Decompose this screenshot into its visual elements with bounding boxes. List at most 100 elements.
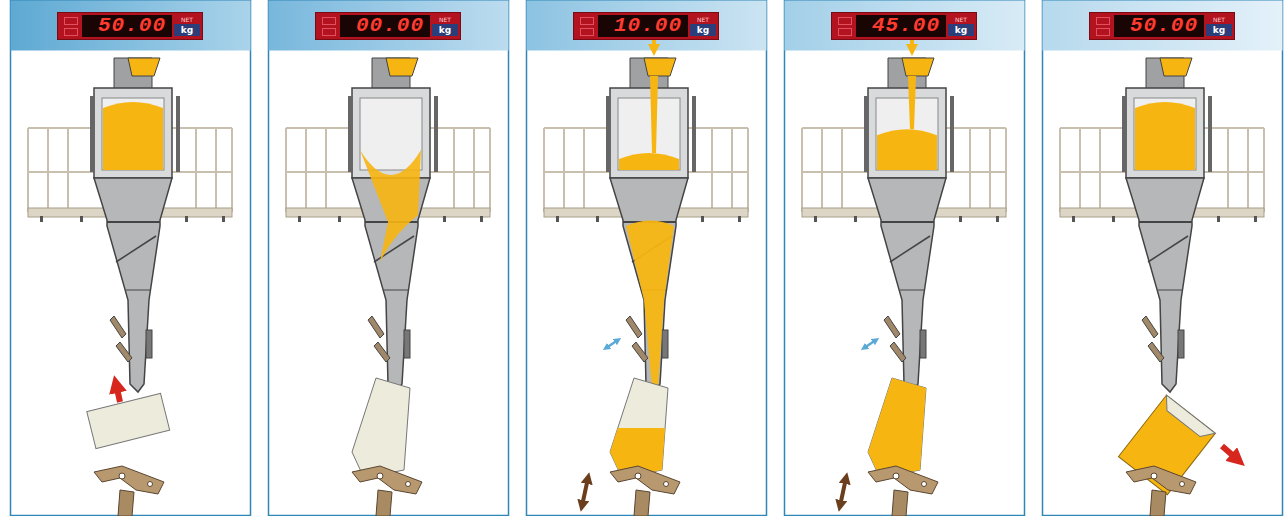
discharge-cone: [868, 178, 946, 392]
clamp-bracket: [662, 330, 668, 358]
panel-header-band: [785, 1, 1025, 51]
saddle-column: [634, 490, 650, 516]
cone-flange: [881, 221, 934, 223]
bag-saddle: [352, 466, 422, 494]
saddle-pivot: [664, 482, 669, 487]
bag-saddle: [94, 466, 164, 494]
saddle-column: [892, 490, 908, 516]
beam-bolt: [959, 216, 962, 222]
product-stream: [626, 221, 674, 389]
hopper-hanger: [1122, 96, 1126, 172]
panel-header-band: [11, 1, 251, 51]
inlet-chute-lining: [902, 58, 934, 76]
inlet-chute-lining: [644, 58, 676, 76]
beam-bolt: [222, 216, 225, 222]
inlet-chute-lining: [386, 58, 418, 76]
weight-readout: 45.00: [856, 15, 946, 37]
spout-joint: [1158, 290, 1183, 291]
spout-gate: [1148, 236, 1188, 262]
bag-mouth: [1159, 395, 1215, 443]
beam-bolt: [338, 216, 341, 222]
bag-clamp-cylinder: [632, 342, 648, 362]
scale-display: 10.00NETkg: [573, 12, 719, 40]
beam-bolt: [701, 216, 704, 222]
unit-label: kg: [174, 24, 200, 36]
unit-panel: NETkg: [1206, 15, 1232, 37]
bag-clamp-cylinder: [110, 316, 126, 338]
vibration-arrow: [582, 478, 588, 506]
weigh-hopper: [1126, 88, 1204, 178]
product-in-hopper: [619, 153, 679, 170]
discharge-cone: [1126, 178, 1204, 392]
zone-lamp: [838, 17, 852, 25]
zone-indicators: [318, 15, 340, 37]
discharge-cone: [94, 178, 172, 392]
panel-header-band: [269, 1, 509, 51]
bag-saddle: [610, 466, 680, 494]
unit-label: kg: [1206, 24, 1232, 36]
scale-display: 45.00NETkg: [831, 12, 977, 40]
process-step-panel: [785, 1, 1025, 516]
beam-bolt: [738, 216, 741, 222]
bag-clamp-cylinder: [374, 342, 390, 362]
zone-indicators: [576, 15, 598, 37]
hopper-window: [1134, 98, 1196, 170]
spout-joint: [384, 290, 409, 291]
zone-lamp: [1096, 17, 1110, 25]
cone-flange: [1139, 221, 1192, 223]
move-arrow: [1222, 446, 1238, 460]
beam-bolt: [996, 216, 999, 222]
product-stream: [908, 76, 916, 129]
clamp-bracket: [920, 330, 926, 358]
saddle-pivot: [635, 473, 641, 479]
bag-clamp-cylinder: [1148, 342, 1164, 362]
bag-clamp-cylinder: [1142, 316, 1158, 338]
bag-clamp-cylinder: [368, 316, 384, 338]
air-arrow: [864, 340, 876, 348]
hopper-window: [876, 98, 938, 170]
bag-clamp-cylinder: [890, 342, 906, 362]
process-step-panel: [527, 1, 767, 516]
beam-bolt: [1254, 216, 1257, 222]
zone-lamp: [1096, 28, 1110, 36]
saddle-column: [1150, 490, 1166, 516]
panel-frame: [785, 1, 1025, 516]
beam-bolt: [40, 216, 43, 222]
product-in-hopper: [103, 102, 163, 170]
empty-bag: [87, 393, 170, 448]
product-in-hopper: [1135, 102, 1195, 170]
unit-panel: NETkg: [432, 15, 458, 37]
saddle-pivot: [148, 482, 153, 487]
spout-gate: [374, 236, 414, 262]
beam-bolt: [1072, 216, 1075, 222]
spout-gate: [116, 236, 156, 262]
process-step-panel: [269, 1, 509, 516]
beam-bolt: [80, 216, 83, 222]
scale-display: 50.00NETkg: [57, 12, 203, 40]
unit-panel: NETkg: [948, 15, 974, 37]
hopper-hanger: [692, 96, 696, 172]
clamp-bracket: [404, 330, 410, 358]
zone-lamp: [64, 28, 78, 36]
hopper-hanger: [950, 96, 954, 172]
bag-saddle: [1126, 466, 1196, 494]
net-indicator: NET: [174, 15, 200, 24]
zone-lamp: [838, 28, 852, 36]
inlet-chute-lining: [128, 58, 160, 76]
weight-readout: 10.00: [598, 15, 688, 37]
saddle-pivot: [893, 473, 899, 479]
panel-frame: [269, 1, 509, 516]
hopper-hanger: [606, 96, 610, 172]
zone-lamp: [580, 17, 594, 25]
product-flow: [360, 150, 421, 262]
bag: [87, 393, 170, 448]
product-stream: [650, 76, 658, 153]
scale-display: 50.00NETkg: [1089, 12, 1235, 40]
zone-lamp: [322, 17, 336, 25]
hopper-window: [360, 98, 422, 170]
unit-panel: NETkg: [690, 15, 716, 37]
unit-label: kg: [948, 24, 974, 36]
beam-bolt: [185, 216, 188, 222]
zone-lamp: [580, 28, 594, 36]
